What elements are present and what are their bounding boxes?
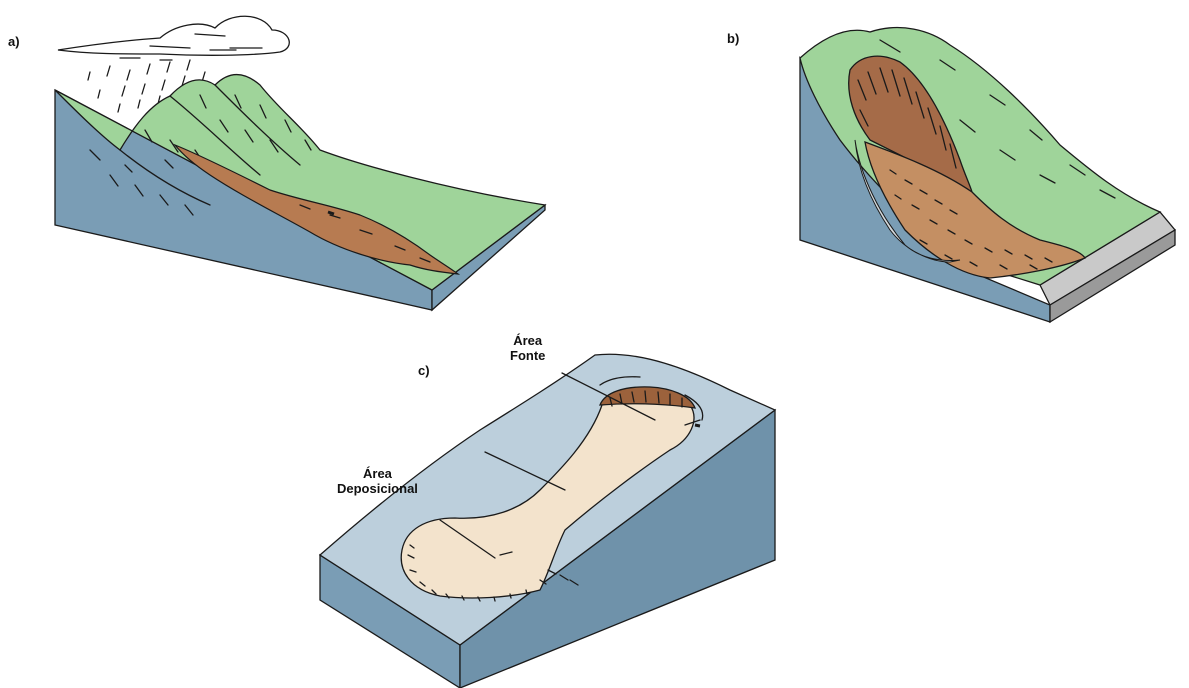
- panel-b-illustration: [800, 28, 1175, 322]
- deposition-area-label-line2: Deposicional: [337, 481, 418, 496]
- source-area-label-line2: Fonte: [510, 348, 545, 363]
- source-area-label: Área Fonte: [510, 333, 545, 363]
- panel-c-illustration: [320, 354, 775, 688]
- source-area-label-line1: Área: [510, 333, 545, 348]
- panel-a-illustration: [55, 16, 545, 310]
- panel-label-a: a): [8, 34, 20, 49]
- deposition-area-label: Área Deposicional: [337, 466, 418, 496]
- panel-label-c: c): [418, 363, 430, 378]
- deposition-area-label-line1: Área: [337, 466, 418, 481]
- panel-label-b: b): [727, 31, 739, 46]
- storm-cloud-icon: [58, 16, 289, 60]
